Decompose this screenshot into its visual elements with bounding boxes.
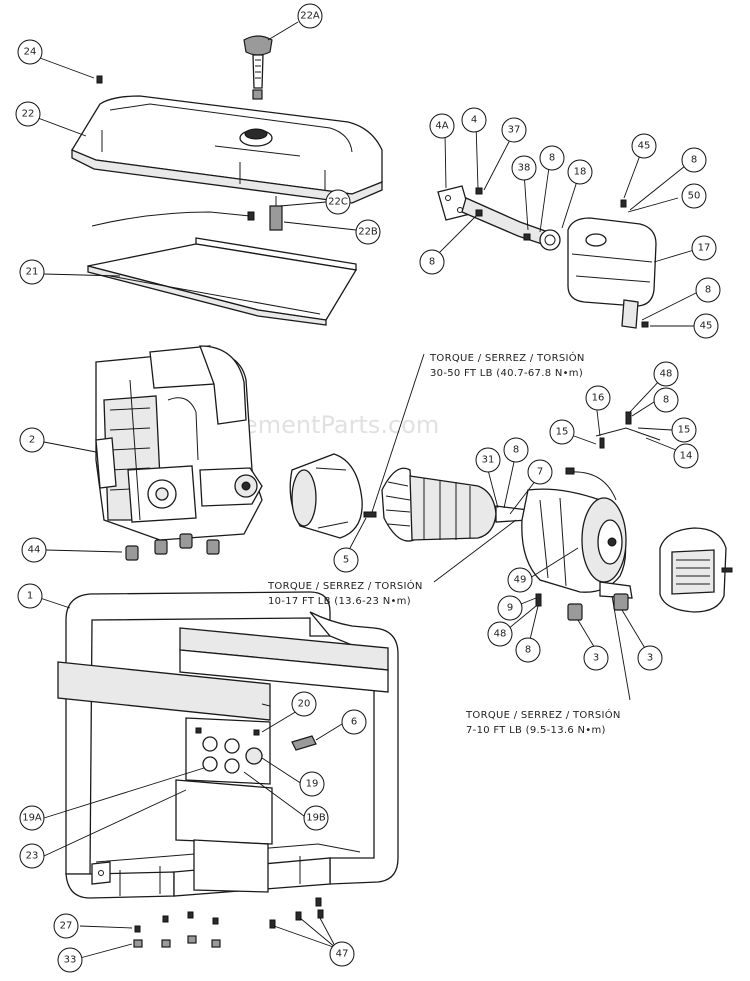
torque-note-1-line2: 30-50 FT LB (40.7-67.8 N•m) — [430, 368, 583, 379]
wire-assembly — [595, 411, 661, 449]
engine-mounts-44 — [125, 533, 220, 561]
callout-1: 1 — [27, 591, 33, 602]
torque-note-1: TORQUE / SERREZ / TORSIÓN 30-50 FT LB (4… — [429, 351, 585, 379]
torque-note-2: TORQUE / SERREZ / TORSIÓN 10-17 FT LB (1… — [267, 579, 423, 607]
bolt-5 — [363, 511, 377, 518]
callout-17: 17 — [698, 243, 711, 254]
heat-shield-21 — [87, 237, 358, 326]
callout-4a: 4A — [435, 121, 448, 132]
callout-5: 5 — [343, 555, 349, 566]
engine-2 — [95, 345, 263, 541]
torque-note-2-line2: 10-17 FT LB (13.6-23 N•m) — [268, 596, 411, 607]
callout-16: 16 — [592, 393, 605, 404]
callout-27: 27 — [60, 921, 73, 932]
callout-8-g: 8 — [525, 645, 531, 656]
callout-19a: 19A — [22, 813, 42, 824]
frame-hardware — [133, 897, 324, 948]
rotor — [381, 467, 529, 542]
torque-note-1-line1: TORQUE / SERREZ / TORSIÓN — [429, 351, 585, 364]
callout-8-d: 8 — [705, 285, 711, 296]
callout-38: 38 — [518, 163, 531, 174]
torque-note-3-line1: TORQUE / SERREZ / TORSIÓN — [465, 708, 621, 721]
vibration-mounts-3 — [567, 593, 629, 621]
callout-8-b: 8 — [429, 257, 435, 268]
callout-33: 33 — [64, 955, 77, 966]
callout-4: 4 — [471, 115, 477, 126]
callout-8-a: 8 — [549, 153, 555, 164]
callout-19: 19 — [306, 779, 319, 790]
callout-18: 18 — [574, 167, 587, 178]
exhaust-pipe-4 — [461, 197, 549, 247]
control-panel-19 — [185, 703, 271, 785]
callout-19b: 19B — [306, 813, 326, 824]
fuel-tank-22 — [71, 95, 383, 204]
callout-31: 31 — [482, 455, 495, 466]
callout-49: 49 — [514, 575, 527, 586]
fuel-cap-22a — [243, 35, 273, 100]
screw-24 — [96, 75, 103, 84]
callout-8-f: 8 — [663, 395, 669, 406]
callout-45-b: 45 — [700, 321, 713, 332]
bolt-48 — [535, 593, 542, 607]
torque-note-3: TORQUE / SERREZ / TORSIÓN 7-10 FT LB (9.… — [465, 708, 621, 736]
callout-22: 22 — [22, 109, 35, 120]
callout-24: 24 — [24, 47, 37, 58]
callout-6: 6 — [351, 717, 357, 728]
callout-47: 47 — [336, 949, 349, 960]
callout-3-b: 3 — [647, 653, 653, 664]
callout-9: 9 — [507, 603, 513, 614]
callout-20: 20 — [298, 699, 311, 710]
callout-23: 23 — [26, 851, 39, 862]
callout-45-a: 45 — [638, 141, 651, 152]
callout-50: 50 — [688, 191, 701, 202]
torque-note-3-line2: 7-10 FT LB (9.5-13.6 N•m) — [466, 725, 606, 736]
torque-note-2-line1: TORQUE / SERREZ / TORSIÓN — [267, 579, 423, 592]
breaker-6 — [291, 735, 317, 751]
callout-15-a: 15 — [556, 427, 569, 438]
end-cover — [659, 527, 733, 613]
callout-8-c: 8 — [691, 155, 697, 166]
muffler-assembly — [437, 185, 657, 329]
muffler-17 — [567, 217, 657, 329]
callout-21: 21 — [26, 267, 39, 278]
callout-14: 14 — [680, 451, 693, 462]
fuel-tank-assembly — [71, 35, 383, 326]
frame-1 — [57, 591, 399, 899]
callout-3-a: 3 — [593, 653, 599, 664]
callout-44: 44 — [28, 545, 41, 556]
callout-7: 7 — [537, 467, 543, 478]
gasket-18 — [539, 229, 561, 251]
fuel-line — [91, 196, 283, 231]
callouts: 22A 24 22 22C 22B 21 4A 4 37 38 8 18 8 4… — [15, 3, 721, 973]
callout-48-b: 48 — [494, 629, 507, 640]
panel-box-23 — [175, 779, 273, 893]
callout-8-e: 8 — [513, 445, 519, 456]
callout-2: 2 — [29, 435, 35, 446]
callout-22b: 22B — [358, 227, 378, 238]
callout-48-a: 48 — [660, 369, 673, 380]
callout-37: 37 — [508, 125, 521, 136]
adapter-housing — [289, 453, 363, 539]
stator-housing — [521, 467, 633, 599]
callout-22c: 22C — [328, 197, 348, 208]
callout-15-b: 15 — [678, 425, 691, 436]
callout-22a: 22A — [300, 11, 320, 22]
